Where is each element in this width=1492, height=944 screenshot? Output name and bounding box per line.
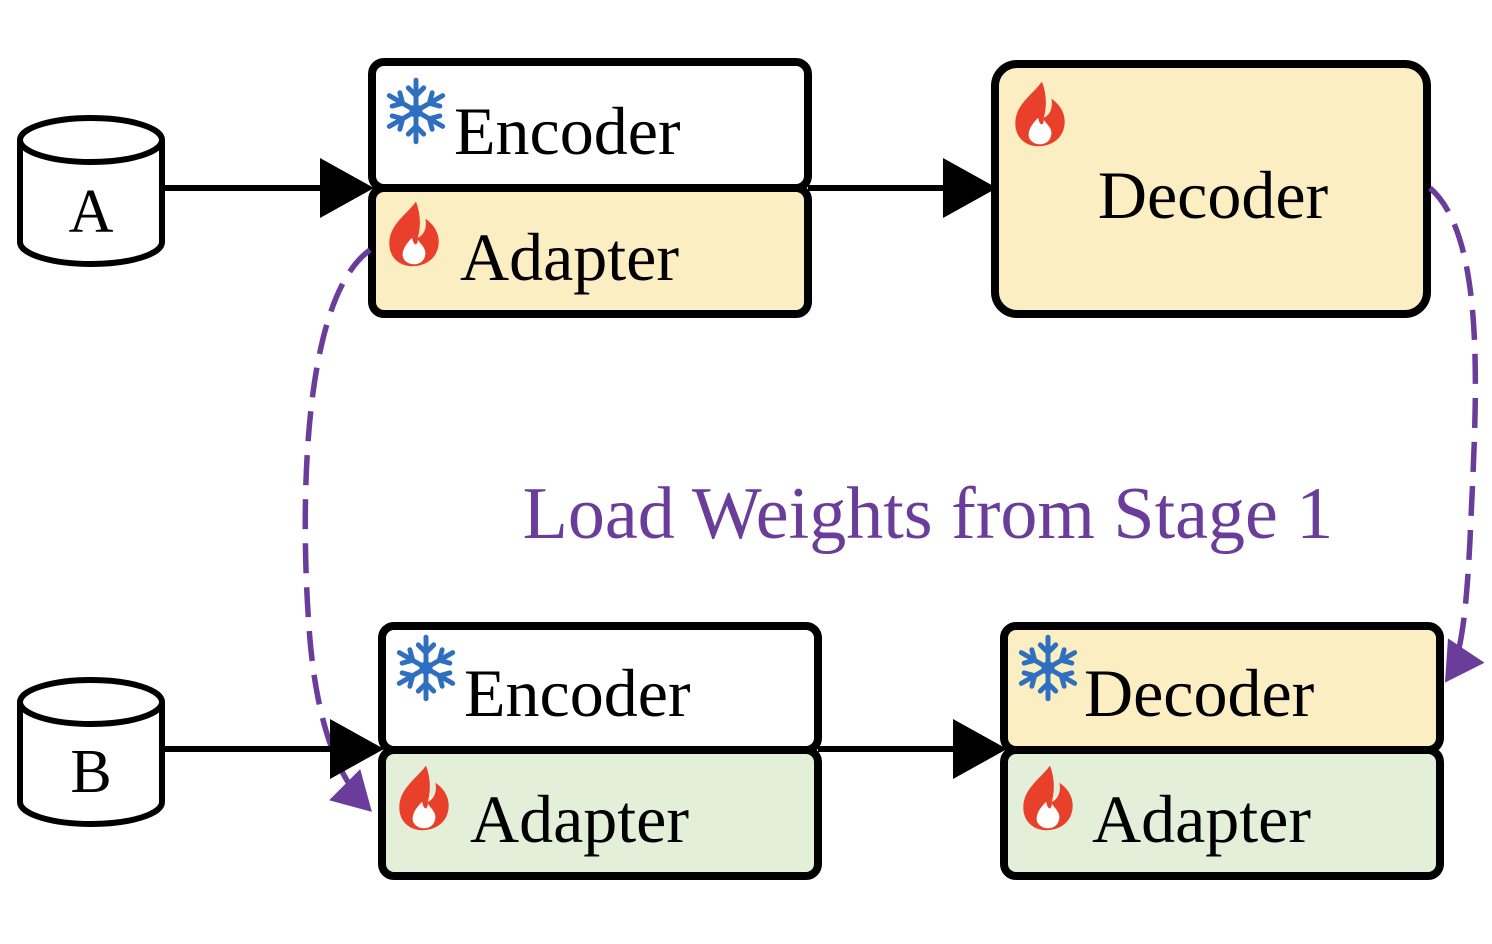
stage2-adapter-block: Adapter bbox=[378, 746, 822, 880]
stage2-decoder-label: Decoder bbox=[1084, 655, 1315, 731]
load-adapter-weights-arrow bbox=[302, 247, 372, 812]
stage2-decoder-block: Decoder bbox=[1000, 622, 1444, 754]
stage2-decoder-adapter-block: Adapter bbox=[1000, 746, 1444, 880]
stage-2: B Encoder Adapter Decoder Adapter bbox=[17, 622, 1444, 880]
load-weights-connector: Load Weights from Stage 1 bbox=[302, 185, 1485, 812]
stage1-adapter-block: Adapter bbox=[368, 184, 812, 318]
stage1-decoder-label: Decoder bbox=[1098, 157, 1329, 233]
stage1-encoder-label: Encoder bbox=[454, 93, 681, 169]
load-decoder-weights-arrow bbox=[1428, 185, 1485, 683]
dataset-a-label: A bbox=[69, 178, 114, 246]
stage2-encoder-block: Encoder bbox=[378, 622, 822, 754]
dataset-a-cylinder: A bbox=[17, 115, 165, 267]
stage2-adapter-label: Adapter bbox=[470, 781, 689, 857]
load-weights-label: Load Weights from Stage 1 bbox=[523, 473, 1334, 555]
stage1-adapter-label: Adapter bbox=[460, 219, 679, 295]
dataset-b-cylinder: B bbox=[17, 677, 165, 827]
dataset-b-label: B bbox=[70, 738, 111, 806]
stage1-decoder-block: Decoder bbox=[991, 60, 1431, 318]
stage-1: A Encoder Adapter Decoder bbox=[17, 58, 1431, 318]
stage2-encoder-label: Encoder bbox=[464, 655, 691, 731]
stage2-decoder-adapter-label: Adapter bbox=[1092, 781, 1311, 857]
stage1-encoder-block: Encoder bbox=[368, 58, 812, 192]
